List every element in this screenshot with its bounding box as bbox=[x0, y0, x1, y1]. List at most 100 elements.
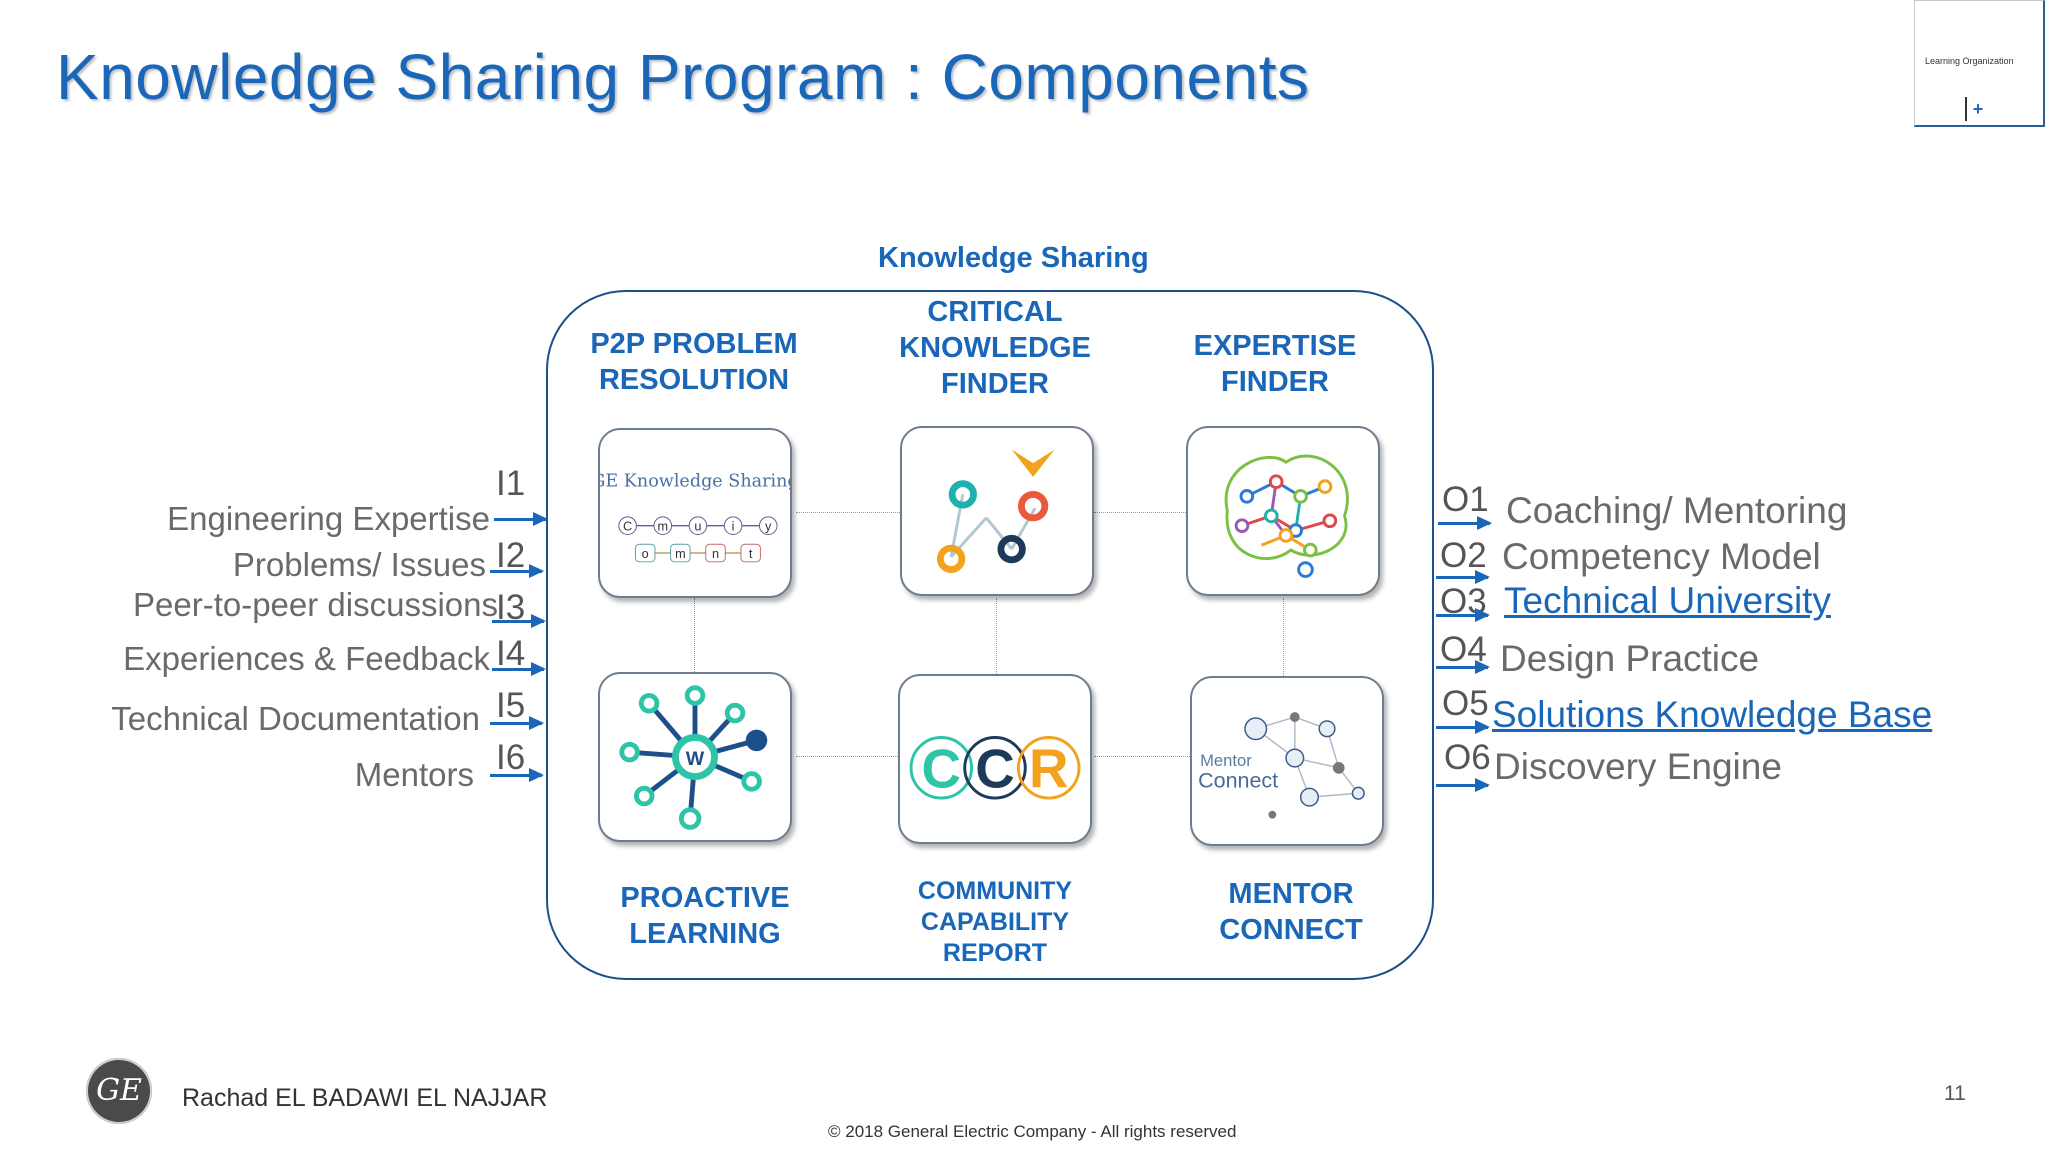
input-id: I1 bbox=[496, 464, 526, 503]
copyright-notice: © 2018 General Electric Company - All ri… bbox=[828, 1122, 1237, 1141]
input-id: I6 bbox=[496, 738, 526, 777]
tile-expertise-finder bbox=[1186, 426, 1380, 596]
thumbnail-divider bbox=[1965, 97, 1967, 121]
slide-title: Knowledge Sharing Program : Components bbox=[56, 41, 1310, 113]
ge-logo-text: GE bbox=[96, 1073, 142, 1108]
community-letter: C bbox=[623, 520, 632, 534]
community-letter: u bbox=[694, 520, 701, 534]
output-label: Design Practice bbox=[1500, 638, 1760, 679]
brain-network-icon bbox=[1224, 454, 1349, 578]
plus-icon: + bbox=[1972, 99, 1984, 119]
input-label: Experiences & Feedback bbox=[123, 640, 490, 677]
input-arrow bbox=[490, 768, 544, 782]
component-label-critical-knowledge-finder: CRITICAL KNOWLEDGE FINDER bbox=[872, 294, 1118, 402]
component-label-expertise-finder: EXPERTISE FINDER bbox=[1160, 328, 1390, 400]
input-id: I4 bbox=[496, 634, 526, 673]
community-letter: o bbox=[642, 547, 649, 561]
connector-line bbox=[1094, 756, 1190, 757]
output-arrow bbox=[1436, 778, 1490, 792]
output-arrow bbox=[1436, 660, 1490, 674]
input-arrow bbox=[492, 614, 546, 628]
label-line: FINDER bbox=[941, 368, 1049, 400]
author-name: Rachad EL BADAWI EL NAJJAR bbox=[182, 1084, 548, 1112]
label-line: LEARNING bbox=[629, 918, 781, 950]
input-label: Peer-to-peer discussions bbox=[133, 586, 498, 623]
label-line: COMMUNITY bbox=[917, 877, 1073, 905]
label-line: P2P PROBLEM bbox=[590, 328, 798, 360]
output-arrow bbox=[1438, 516, 1492, 530]
mentor-connect-icon: Mentor Connect bbox=[1198, 712, 1365, 819]
community-letter: m bbox=[675, 547, 686, 561]
output-id: O5 bbox=[1442, 684, 1489, 723]
label-line: MENTOR bbox=[1228, 878, 1354, 910]
label-line: PROACTIVE bbox=[620, 882, 790, 914]
output-arrow bbox=[1436, 608, 1490, 622]
input-label: Technical Documentation bbox=[111, 700, 480, 737]
output-arrow bbox=[1436, 720, 1490, 734]
input-arrow bbox=[492, 662, 546, 676]
output-link-technical-university[interactable]: Technical University bbox=[1504, 580, 1831, 621]
wiki-letter: W bbox=[686, 748, 705, 770]
community-letter: m bbox=[657, 520, 668, 534]
component-label-proactive-learning: PROACTIVE LEARNING bbox=[590, 880, 820, 952]
mentor-text: Mentor bbox=[1200, 751, 1252, 770]
label-line: REPORT bbox=[942, 939, 1048, 967]
component-label-community-capability-report: COMMUNITY CAPABILITY REPORT bbox=[880, 876, 1110, 969]
label-line: CONNECT bbox=[1219, 914, 1363, 946]
logo-thumbnail: Learning Organization + bbox=[1914, 0, 2045, 127]
tile-proactive-learning: W bbox=[598, 672, 792, 842]
output-label: Competency Model bbox=[1502, 536, 1821, 577]
input-arrow bbox=[490, 716, 544, 730]
connector-line bbox=[694, 598, 695, 672]
community-letter: t bbox=[749, 547, 753, 561]
knowledge-graph-icon bbox=[936, 449, 1055, 574]
connector-line bbox=[1283, 598, 1284, 678]
input-id: I5 bbox=[496, 686, 526, 725]
output-id: O6 bbox=[1444, 738, 1491, 777]
ccr-letter: C bbox=[922, 737, 961, 799]
diagram-heading: Knowledge Sharing bbox=[878, 242, 1149, 274]
input-label: Problems/ Issues bbox=[232, 546, 486, 583]
ccr-letter: R bbox=[1029, 737, 1068, 799]
component-label-p2p: P2P PROBLEM RESOLUTION bbox=[576, 326, 812, 398]
input-id: I2 bbox=[496, 536, 526, 575]
tile-community-capability-report: C C R bbox=[898, 674, 1092, 844]
connector-line bbox=[996, 598, 997, 674]
label-line: KNOWLEDGE bbox=[899, 332, 1091, 364]
community-letter: n bbox=[712, 547, 719, 561]
thumbnail-label: Learning Organization bbox=[1925, 56, 2014, 66]
community-title: GE Knowledge Sharing bbox=[600, 472, 790, 492]
community-letter: y bbox=[765, 520, 772, 534]
wiki-network-icon: W bbox=[619, 685, 768, 830]
tile-mentor-connect: Mentor Connect bbox=[1190, 676, 1384, 846]
label-line: RESOLUTION bbox=[598, 364, 790, 396]
knowledge-sharing-frame bbox=[546, 290, 1434, 980]
output-label: Discovery Engine bbox=[1494, 746, 1782, 787]
label-line: CRITICAL bbox=[927, 296, 1063, 328]
tile-ge-knowledge-sharing: GE Knowledge Sharing C m u i y o m n t bbox=[598, 428, 792, 598]
tile-critical-knowledge-finder bbox=[900, 426, 1094, 596]
label-line: EXPERTISE bbox=[1193, 330, 1357, 362]
community-letter: i bbox=[732, 520, 735, 534]
label-line: CAPABILITY bbox=[920, 908, 1070, 936]
community-logo-icon: GE Knowledge Sharing C m u i y o m n t bbox=[600, 472, 790, 563]
ccr-logo-icon: C C R bbox=[909, 736, 1081, 800]
page-number: 11 bbox=[1944, 1082, 1966, 1105]
ccr-letter: C bbox=[975, 737, 1014, 799]
input-arrow bbox=[494, 512, 548, 526]
mentor-text: Connect bbox=[1198, 768, 1278, 792]
output-arrow bbox=[1436, 570, 1490, 584]
output-id: O2 bbox=[1440, 536, 1487, 575]
input-arrow bbox=[490, 564, 544, 578]
label-line: FINDER bbox=[1221, 366, 1329, 398]
output-label: Coaching/ Mentoring bbox=[1506, 490, 1848, 531]
output-id: O1 bbox=[1442, 480, 1489, 519]
input-label: Mentors bbox=[354, 756, 474, 793]
connector-line bbox=[796, 756, 900, 757]
ge-logo: GE bbox=[86, 1058, 152, 1124]
connector-line bbox=[1094, 512, 1186, 513]
input-label: Engineering Expertise bbox=[167, 500, 490, 537]
component-label-mentor-connect: MENTOR CONNECT bbox=[1176, 876, 1406, 948]
connector-line bbox=[796, 512, 900, 513]
output-link-solutions-knowledge-base[interactable]: Solutions Knowledge Base bbox=[1492, 694, 1933, 735]
